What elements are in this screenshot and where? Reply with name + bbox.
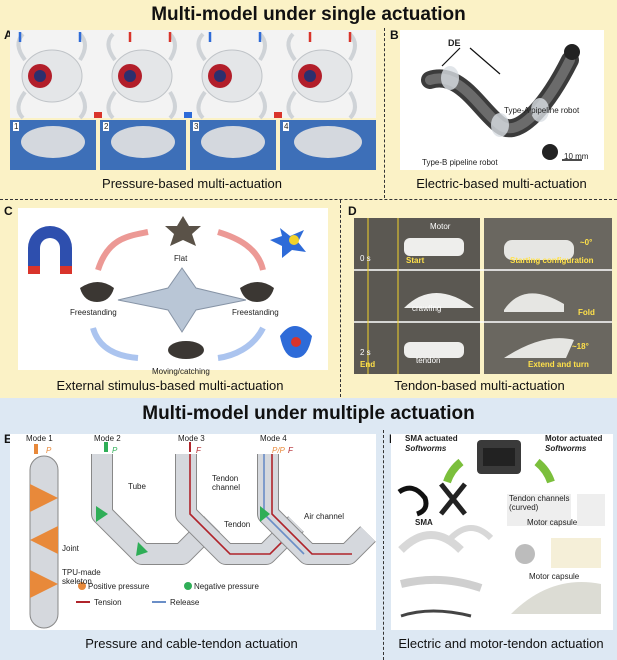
panel-d-photos: [354, 218, 612, 374]
mode-1-label: Mode 1: [26, 434, 53, 443]
mode-4-skeleton: [257, 454, 376, 565]
mode-4-force: F: [288, 446, 293, 455]
motor-title: Motor actuated: [545, 434, 603, 443]
magnet-icon: [28, 226, 72, 274]
tendon-channel-label: Tendon channel: [212, 474, 241, 492]
mode-4-pressure: P/P: [272, 446, 285, 455]
frame-label-2: 2: [103, 122, 110, 131]
panel-b-caption: Electric-based multi-actuation: [416, 176, 587, 191]
joint-label: Joint: [62, 544, 79, 553]
panel-a-photos: [10, 30, 376, 170]
mode-1-skeleton: [29, 444, 59, 629]
deg-18-label: ~18°: [572, 342, 589, 351]
starting-config-label: Starting configuration: [510, 256, 594, 265]
mode-4-label: Mode 4: [260, 434, 287, 443]
octobot-4: [286, 32, 357, 120]
mode-2-skeleton: [91, 442, 220, 565]
start-label: Start: [406, 256, 425, 265]
motor-capsule-label-1: Motor capsule: [527, 518, 578, 527]
freestanding-left-label: Freestanding: [70, 308, 117, 317]
panel-a-bottom-row: [10, 120, 376, 170]
tendon-channels-label: Tendon channels (curved): [509, 494, 570, 512]
sma-title: SMA actuated: [405, 434, 458, 443]
sma-label: SMA: [415, 518, 433, 527]
divider-cd: [340, 200, 341, 397]
octobot-1: [16, 32, 87, 120]
divider-ab: [384, 28, 385, 198]
panel-d-caption: Tendon-based multi-actuation: [394, 378, 565, 393]
negative-pressure-legend: Negative pressure: [194, 582, 259, 591]
panel-c: C Flat Freestanding Freestanding Moving/…: [0, 200, 340, 397]
mode-3-force: F: [196, 446, 201, 455]
mode-3-skeleton: [175, 442, 304, 565]
air-channel-label: Air channel: [304, 512, 345, 521]
panel-e-caption: Pressure and cable-tendon actuation: [85, 636, 298, 651]
actuation-arrows: [18, 32, 352, 42]
mode-2-pressure: P: [112, 446, 118, 455]
bottom-title: Multi-model under multiple actuation: [142, 403, 475, 424]
tube-label: Tube: [128, 482, 146, 491]
panel-a: A: [0, 28, 384, 199]
frame-label-3: 3: [193, 122, 200, 131]
panel-c-letter: C: [4, 204, 13, 218]
panel-d: D Motor 0 s Start crawling 2 s End tendo…: [342, 200, 617, 397]
panel-f-caption: Electric and motor-tendon actuation: [398, 636, 604, 651]
panel-d-letter: D: [348, 204, 357, 218]
divider-ef: [383, 430, 384, 660]
motor-subtitle: Softworms: [545, 444, 587, 453]
panel-f: F SMA actuated Softworms Motor actuated …: [385, 430, 617, 660]
legend: [76, 582, 192, 603]
scale-label: 10 mm: [564, 152, 589, 161]
panel-e-diagram: [10, 434, 376, 630]
tension-legend: Tension: [94, 598, 122, 607]
panel-a-top-row: [10, 30, 376, 120]
panel-b: B DE Type-A pipeline robot Type-B pipeli…: [386, 28, 617, 199]
fold-label: Fold: [578, 308, 595, 317]
flat-label: Flat: [174, 254, 188, 263]
panel-c-diagram: [18, 208, 328, 370]
panel-c-caption: External stimulus-based multi-actuation: [56, 378, 284, 393]
freestanding-right-label: Freestanding: [232, 308, 279, 317]
frame-label-4: 4: [283, 122, 290, 131]
tendon-label: Tendon: [224, 520, 251, 529]
type-b-label: Type-B pipeline robot: [422, 158, 498, 167]
de-label: DE: [448, 38, 461, 48]
time-2-label: 2 s: [360, 348, 371, 357]
divider-top-rows: [0, 199, 617, 200]
moving-label: Moving/catching: [152, 367, 210, 376]
motor-capsule-label-2: Motor capsule: [529, 572, 580, 581]
frame-label-1: 1: [13, 122, 20, 131]
end-label: End: [360, 360, 376, 369]
mode-3-label: Mode 3: [178, 434, 205, 443]
panel-e: E: [0, 430, 383, 660]
sma-subtitle: Softworms: [405, 444, 447, 453]
panel-b-photo: [400, 30, 604, 170]
release-legend: Release: [170, 598, 200, 607]
octobot-3: [196, 32, 267, 120]
skeleton-label: TPU-made skeleton: [62, 568, 101, 586]
panel-e-letter: E: [4, 432, 13, 446]
deg-0-label: ~0°: [580, 238, 593, 247]
crawling-label: crawling: [412, 304, 442, 313]
time-0-label: 0 s: [360, 254, 371, 263]
positive-pressure-legend: Positive pressure: [88, 582, 150, 591]
panel-a-caption: Pressure-based multi-actuation: [102, 176, 282, 191]
octobot-2: [106, 32, 177, 120]
panel-b-letter: B: [390, 28, 399, 42]
extend-turn-label: Extend and turn: [528, 360, 589, 369]
top-title: Multi-model under single actuation: [151, 4, 466, 25]
motor-label: Motor: [430, 222, 451, 231]
panel-f-photos: [391, 434, 613, 630]
panel-a-letter: A: [4, 28, 13, 42]
mode-1-pressure: P: [46, 446, 52, 455]
tendon-photo-label: tendon: [416, 356, 441, 365]
type-a-label: Type-A pipeline robot: [504, 106, 580, 115]
mode-2-label: Mode 2: [94, 434, 121, 443]
